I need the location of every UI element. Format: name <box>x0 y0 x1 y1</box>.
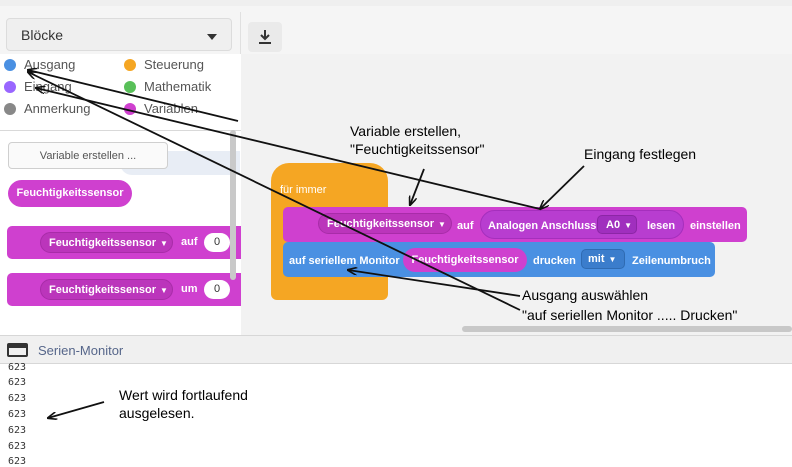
caret-down-icon: ▼ <box>624 221 632 230</box>
analog-label: Analogen Anschluss <box>488 220 597 232</box>
caret-down-icon: ▼ <box>159 239 168 248</box>
arrow-line <box>48 401 105 418</box>
category-label: Mathematik <box>144 79 212 94</box>
annotation-line: "Feuchtigkeitssensor" <box>350 141 485 157</box>
pin-dropdown-label: A0 <box>606 219 621 231</box>
category-label: Anmerkung <box>24 101 91 116</box>
block-op-label: um <box>181 283 198 295</box>
category-dot-icon <box>124 103 136 115</box>
annotation-value: Wert wird fortlaufend ausgelesen. <box>119 386 248 422</box>
category-label: Eingang <box>24 79 72 94</box>
serial-line: 623 <box>8 377 27 388</box>
annotation-output: Ausgang auswählen "auf seriellen Monitor… <box>522 286 737 324</box>
category-label: Steuerung <box>144 57 204 72</box>
workspace-scrollbar[interactable] <box>462 326 792 332</box>
set-op-label: auf <box>457 220 474 232</box>
variable-dropdown[interactable]: Feuchtigkeitssensor▼ <box>318 213 452 234</box>
forever-label: für immer <box>280 184 327 196</box>
blocks-dropdown[interactable]: Blöcke <box>6 18 232 51</box>
set-variable-block[interactable]: Feuchtigkeitssensor▼ auf 0 <box>7 226 241 259</box>
palette-scrollbar[interactable] <box>230 130 236 280</box>
download-button[interactable] <box>248 22 282 52</box>
pin-dropdown[interactable]: A0▼ <box>597 215 637 234</box>
annotation-line: Wert wird fortlaufend <box>119 387 248 403</box>
category-dot-icon <box>4 81 16 93</box>
category-dot-icon <box>4 59 16 71</box>
annotation-line: ausgelesen. <box>119 405 195 421</box>
newline-dropdown[interactable]: mit▼ <box>581 249 625 269</box>
toolbar: Blöcke <box>0 0 792 60</box>
category-label: Ausgang <box>24 57 76 72</box>
variable-reporter[interactable]: Feuchtigkeitssensor <box>8 180 132 207</box>
download-icon <box>259 30 271 44</box>
caret-down-icon: ▼ <box>437 220 446 229</box>
value-input[interactable]: 0 <box>204 233 230 252</box>
annotation-line: Ausgang auswählen <box>522 287 649 303</box>
set-label: einstellen <box>690 220 741 232</box>
serial-line: 623 <box>8 362 27 373</box>
annotation-input: Eingang festlegen <box>584 146 697 162</box>
caret-down-icon <box>207 34 217 40</box>
blocks-dropdown-label: Blöcke <box>21 27 64 43</box>
caret-down-icon: ▼ <box>608 255 617 264</box>
category-dot-icon <box>124 59 136 71</box>
monitor-icon <box>7 343 28 357</box>
variable-reporter[interactable]: Feuchtigkeitssensor <box>403 248 527 272</box>
value-input[interactable]: 0 <box>204 280 230 299</box>
newline-label: Zeilenumbruch <box>632 255 711 267</box>
variable-dropdown-label: Feuchtigkeitssensor <box>49 237 156 249</box>
variable-dropdown[interactable]: Feuchtigkeitssensor▼ <box>40 232 173 253</box>
annotation-variable: Variable erstellen, "Feuchtigkeitssensor… <box>350 122 484 158</box>
category-label: Variablen <box>144 101 198 116</box>
serial-line: 623 <box>8 409 27 420</box>
serial-monitor-title: Serien-Monitor <box>38 343 124 358</box>
serial-line: 623 <box>8 441 27 452</box>
serial-monitor-header[interactable]: Serien-Monitor <box>0 335 792 364</box>
print-label: drucken <box>533 255 576 267</box>
variable-dropdown-label: Feuchtigkeitssensor <box>49 284 156 296</box>
change-variable-block[interactable]: Feuchtigkeitssensor▼ um 0 <box>7 273 241 306</box>
block-op-label: auf <box>181 236 198 248</box>
annotation-line: "auf seriellen Monitor ..... Drucken" <box>522 307 738 323</box>
serial-line: 623 <box>8 425 27 436</box>
serial-line: 623 <box>8 393 27 404</box>
toolbar-divider <box>240 12 241 60</box>
variable-dropdown[interactable]: Feuchtigkeitssensor▼ <box>40 279 173 300</box>
serial-label: auf seriellem Monitor <box>289 255 400 267</box>
palette-divider <box>0 130 241 131</box>
caret-down-icon: ▼ <box>159 286 168 295</box>
create-variable-button[interactable]: Variable erstellen ... <box>8 142 168 169</box>
read-label: lesen <box>647 220 676 232</box>
newline-dropdown-label: mit <box>588 253 605 265</box>
category-dot-icon <box>124 81 136 93</box>
variable-dropdown-label: Feuchtigkeitssensor <box>327 218 434 230</box>
annotation-line: Variable erstellen, <box>350 123 462 139</box>
category-dot-icon <box>4 103 16 115</box>
